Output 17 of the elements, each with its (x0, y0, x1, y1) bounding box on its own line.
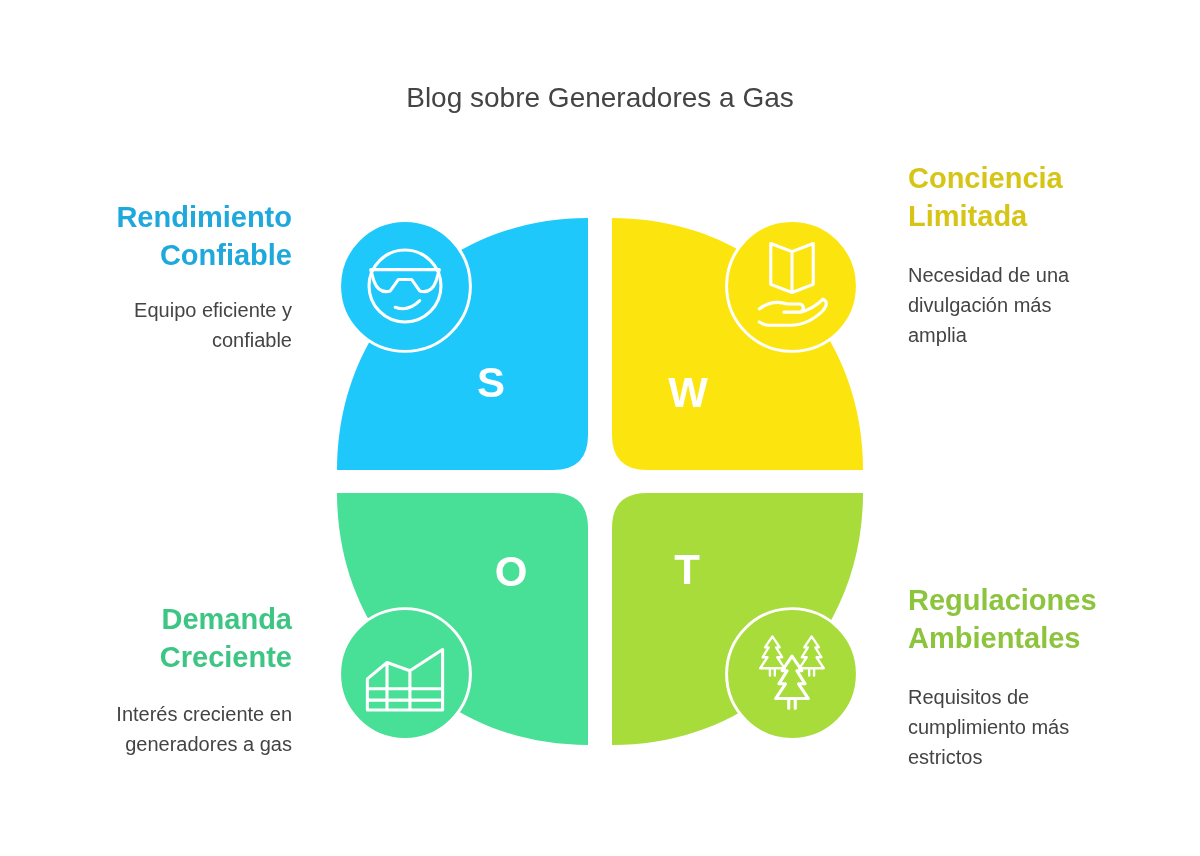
diagram-title: Blog sobre Generadores a Gas (405, 82, 795, 114)
quadrant-description: Necesidad de una divulgación más amplia (908, 263, 1071, 348)
quadrant-heading: Conciencia Limitada (908, 161, 1064, 234)
quadrant-description: Equipo eficiente y confiable (133, 298, 292, 353)
quadrant-letter: S (477, 360, 505, 406)
petal-shape (337, 218, 588, 470)
quadrant-heading: Rendimiento Confiable (115, 200, 292, 273)
petal-shape (612, 493, 863, 745)
quadrant-letter: W (668, 370, 708, 416)
quadrant-description: Requisitos de cumplimiento más estrictos (908, 685, 1071, 770)
quadrant-heading: Regulaciones Ambientales (908, 583, 1098, 656)
quadrant-letter: O (494, 549, 528, 595)
petal-shape (612, 218, 863, 470)
petal-shape (337, 493, 588, 745)
quadrant-heading: Demanda Creciente (158, 602, 292, 675)
quadrant-letter: T (674, 547, 700, 593)
quadrant-description: Interés creciente en generadores a gas (115, 702, 292, 757)
